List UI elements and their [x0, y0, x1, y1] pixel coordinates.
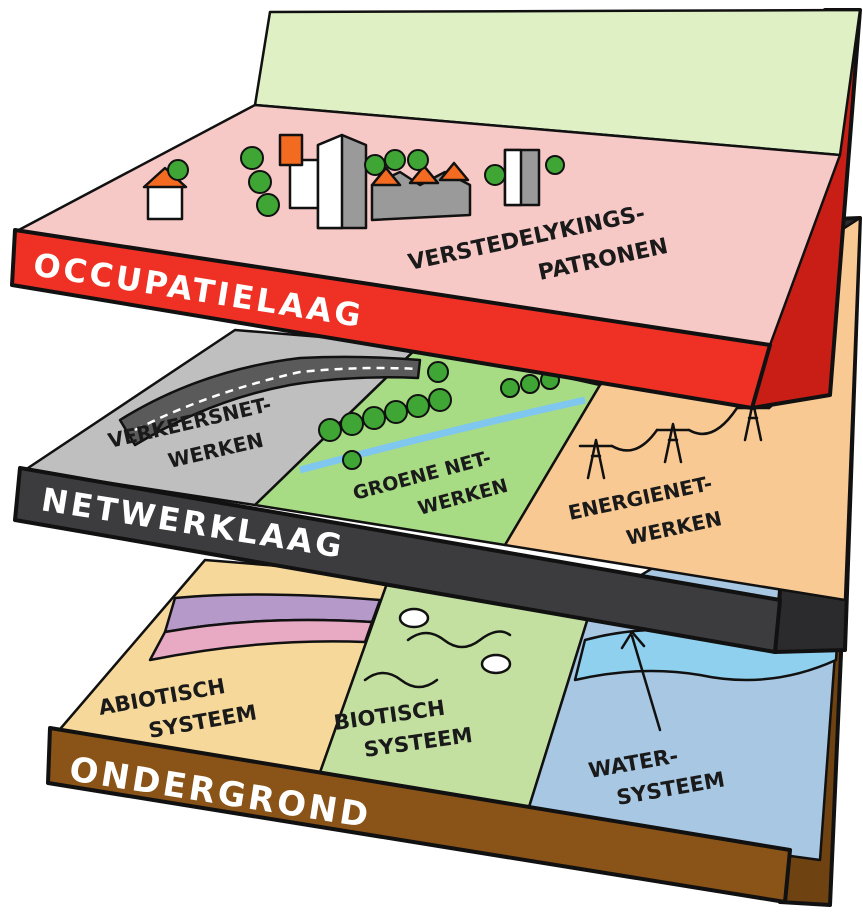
soil-stratum-pink [148, 618, 374, 662]
water-arrow [630, 634, 662, 732]
netwerklaag-band [13, 466, 782, 654]
road [118, 355, 422, 447]
water-arrow-head [620, 630, 646, 650]
canal [299, 396, 586, 474]
worm-icon-2 [363, 671, 439, 689]
city-trees [167, 146, 565, 217]
buildings [142, 133, 541, 230]
bug-icon [398, 607, 430, 629]
bug-icon-2 [480, 653, 512, 675]
road-marking [134, 366, 419, 432]
ondergrond-layer: ABIOTISCH SYSTEEM BIOTISCH SYSTEEM WATER… [46, 446, 852, 907]
occupatielaag-band [10, 228, 772, 410]
occupatielaag-layer: VERSTEDELYKINGS- PATRONEN OCCUPATIELAAG [10, 8, 862, 410]
tree-row [318, 361, 560, 470]
worm-icon [406, 630, 512, 649]
ondergrond-band [46, 726, 792, 904]
